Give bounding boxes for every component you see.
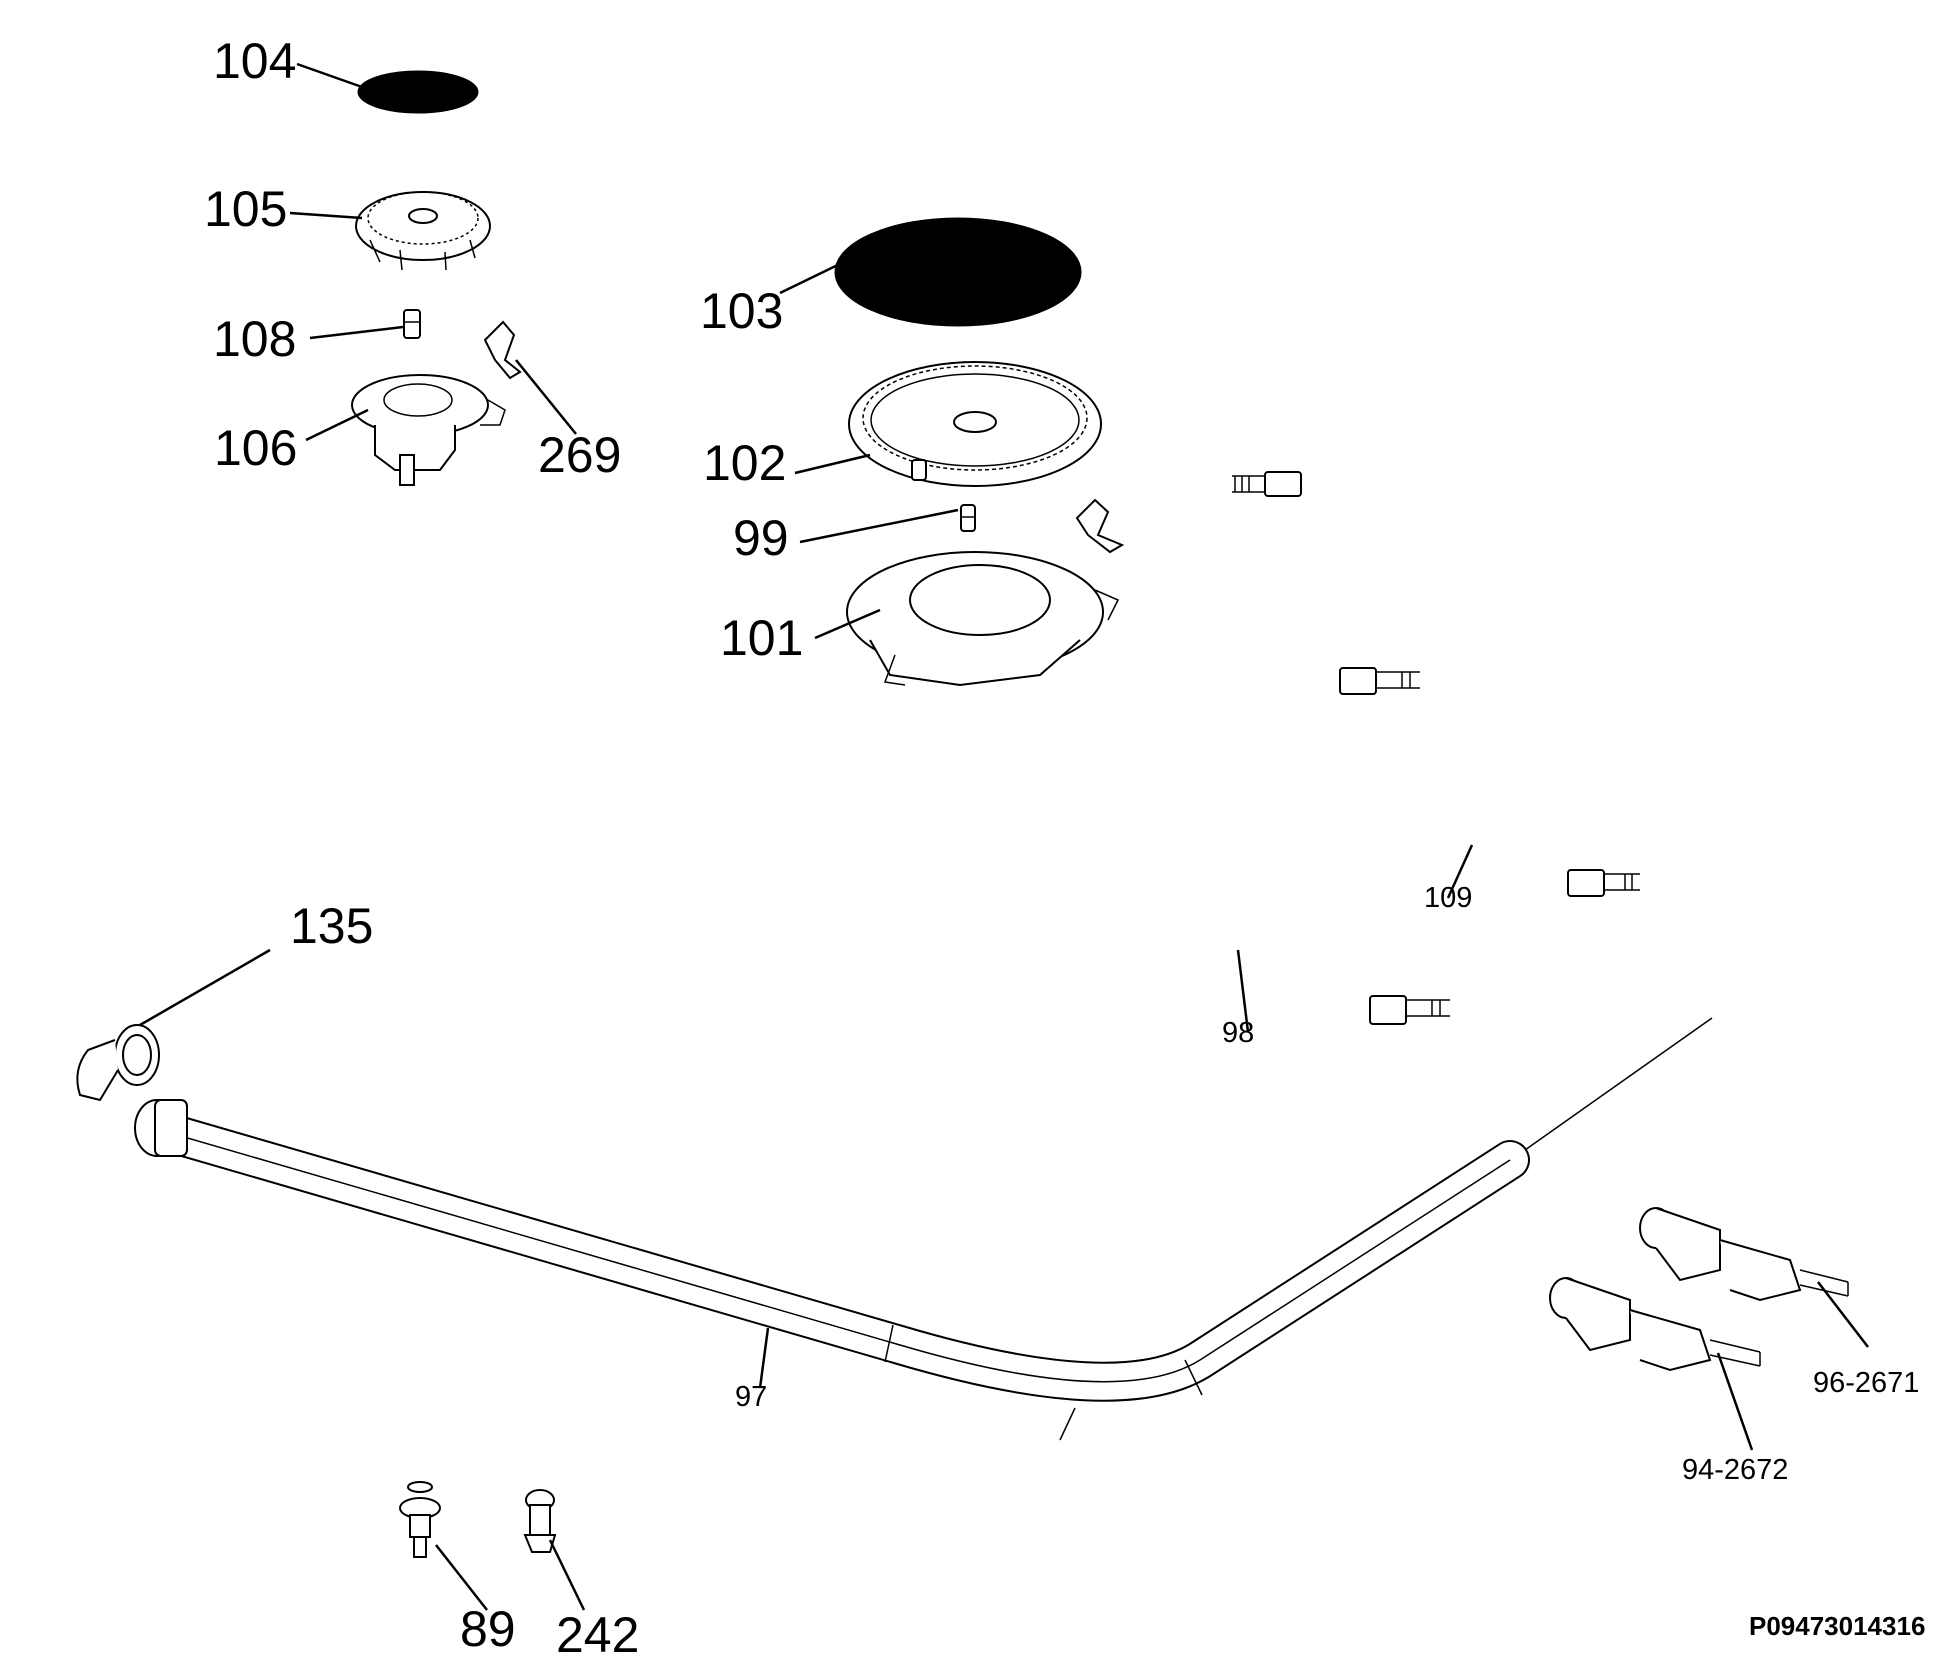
part-109-gas-pipe (1232, 471, 1640, 897)
part-labels: 104 105 108 106 269 103 102 99 101 135 1… (204, 33, 1919, 1662)
label-106: 106 (214, 420, 297, 476)
label-269: 269 (538, 427, 621, 483)
label-104: 104 (213, 33, 296, 89)
label-101: 101 (720, 610, 803, 666)
label-97: 97 (735, 1381, 767, 1413)
label-242: 242 (556, 1607, 639, 1662)
label-108: 108 (213, 311, 296, 367)
part-99-injector (960, 504, 976, 532)
label-89: 89 (460, 1601, 516, 1657)
label-135: 135 (290, 898, 373, 954)
leader-lines (139, 62, 1869, 1611)
label-103: 103 (700, 283, 783, 339)
part-89-fitting (399, 1481, 441, 1558)
part-269-ignition-clip (483, 320, 522, 380)
label-96-2671: 96-2671 (1813, 1367, 1919, 1399)
part-94-gas-tap (1549, 1277, 1761, 1372)
ignition-clip (1075, 498, 1125, 554)
part-97-main-gas-pipe (134, 1017, 1713, 1441)
part-135-elbow-connector (76, 1024, 160, 1102)
part-108-injector (403, 309, 421, 339)
label-99: 99 (733, 510, 789, 566)
label-105: 105 (204, 181, 287, 237)
part-104-small-burner-cap (357, 70, 479, 114)
diagram-reference-code: P09473014316 (1749, 1611, 1925, 1641)
label-94-2672: 94-2672 (1682, 1454, 1788, 1486)
part-105-small-burner-crown (355, 191, 491, 271)
part-106-small-burner-base (351, 374, 506, 486)
label-109: 109 (1424, 882, 1472, 914)
label-98: 98 (1222, 1017, 1254, 1049)
part-242-fitting (523, 1489, 557, 1553)
part-96-gas-tap (1639, 1207, 1849, 1302)
part-98-gas-pipe (1143, 667, 1450, 1025)
part-103-large-burner-cap (834, 217, 1082, 327)
part-101-large-burner-base (846, 551, 1120, 687)
label-102: 102 (703, 435, 786, 491)
part-102-large-burner-crown (848, 361, 1102, 487)
